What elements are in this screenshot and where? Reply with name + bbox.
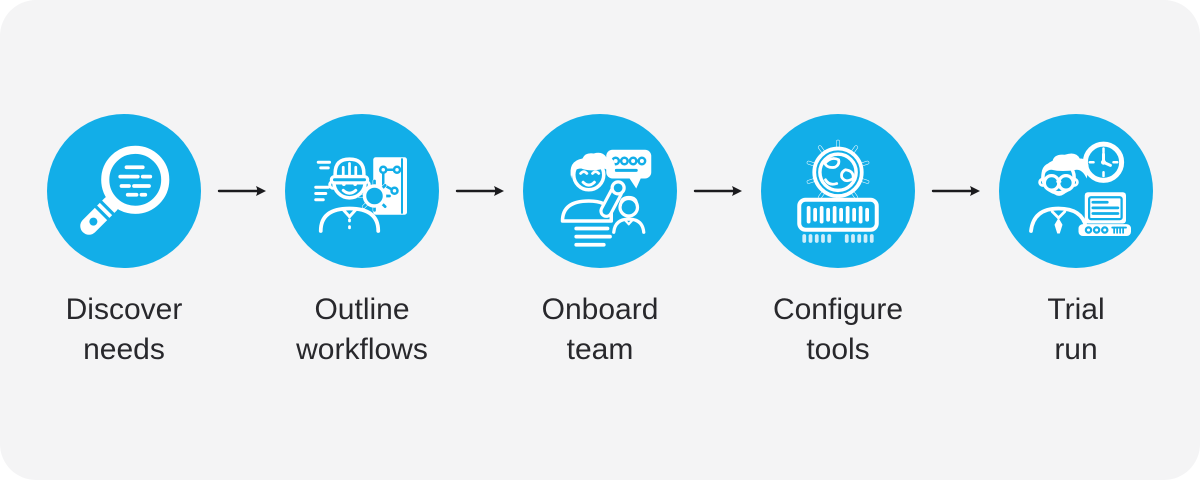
step-label: Configure tools [772,293,904,366]
process-flow: Discover needs [47,114,1153,370]
step-badge [523,114,677,268]
step-trial-run: Trial run [999,114,1153,370]
step-badge [761,114,915,268]
engineer-blueprint-gear-icon [314,157,407,233]
flow-arrow-icon [439,114,523,268]
gear-globe-panel-icon [797,139,879,243]
step-onboard-team: Onboard team [523,114,677,370]
magnifier-discovery-icon [80,145,170,235]
step-discover-needs: Discover needs [47,114,201,370]
step-label: Discover needs [65,293,183,366]
people-greeting-chat-icon [560,149,652,247]
flow-arrow-icon [677,114,761,268]
step-badge [285,114,439,268]
step-badge [47,114,201,268]
flow-arrow-icon [915,114,999,268]
step-label: Onboard team [541,293,659,366]
flow-arrow-icon [201,114,285,268]
step-outline-workflows: Outline workflows [285,114,439,370]
step-configure-tools: Configure tools [761,114,915,370]
step-badge [999,114,1153,268]
person-laptop-clock-icon [1029,141,1131,236]
step-label: Trial run [1047,293,1105,366]
step-label: Outline workflows [296,293,428,366]
